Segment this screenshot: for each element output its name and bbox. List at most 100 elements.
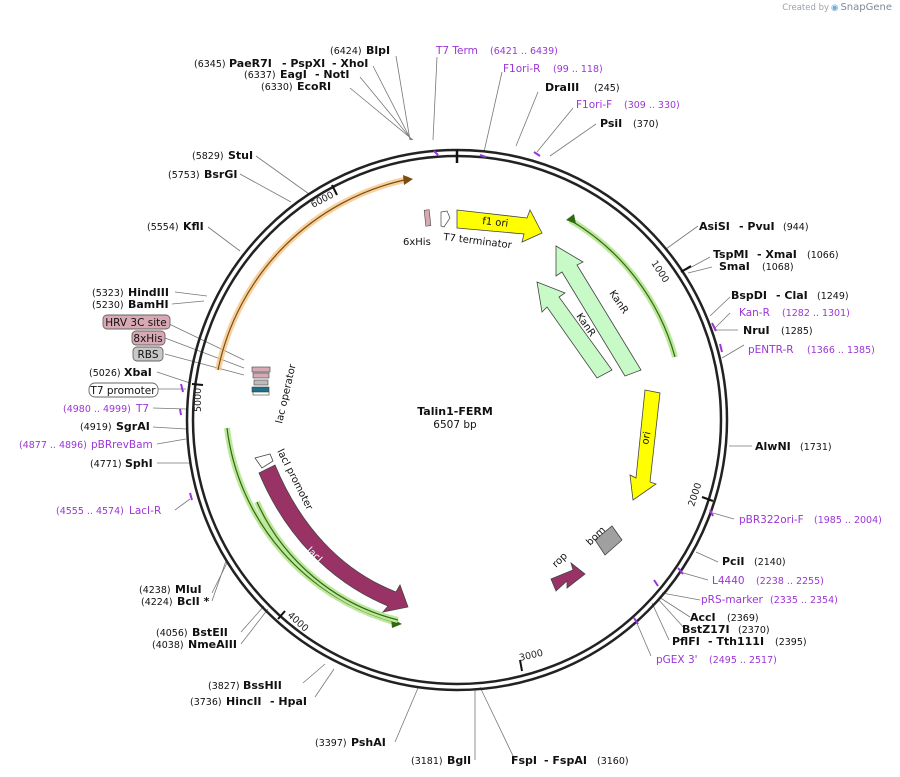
primer-pbrrevbam[interactable]: pBRrevBam <box>91 439 153 451</box>
primer-f1ori-r-range: (99 .. 118) <box>553 64 603 75</box>
site-kfli[interactable]: KflI <box>183 220 204 233</box>
site-asisi[interactable]: AsiSI <box>699 220 730 233</box>
site-draiii[interactable]: DraIII <box>545 81 579 94</box>
site-pspxi[interactable]: - PspXI <box>282 57 325 70</box>
primer-pgex3[interactable]: pGEX 3' <box>656 654 698 666</box>
site-nrui-pos: (1285) <box>781 326 813 337</box>
t7-terminator-label: T7 terminator <box>442 232 513 252</box>
site-bcli[interactable]: BclI * <box>177 595 210 608</box>
site-pcii[interactable]: PciI <box>722 555 744 568</box>
primer-t7[interactable]: T7 <box>135 403 149 415</box>
kanr-arrow-2 <box>536 281 613 379</box>
ori-arrow <box>629 389 661 501</box>
site-bsshii[interactable]: BssHII <box>243 679 282 692</box>
site-paer7i[interactable]: PaeR7I <box>229 57 272 70</box>
primer-l4440[interactable]: L4440 <box>712 575 745 587</box>
tick-label-5000: 5000 <box>193 388 204 412</box>
rbs-tag[interactable] <box>132 346 164 362</box>
site-psii[interactable]: PsiI <box>600 117 622 130</box>
site-hindiii-pos: (5323) <box>92 288 124 299</box>
t7-promoter-tag[interactable] <box>88 382 159 398</box>
site-acci-pos: (2369) <box>727 613 759 624</box>
inner-features: f1 ori KanR KanR ori bom rop lacI lacI p… <box>251 209 661 613</box>
site-pflfi[interactable]: PflFI <box>672 635 700 648</box>
site-nmeaiii[interactable]: NmeAIII <box>188 638 237 651</box>
t7-terminator-shape <box>440 210 451 228</box>
primer-pentr-r[interactable]: pENTR-R <box>748 344 794 356</box>
site-eagi[interactable]: EagI <box>280 68 307 81</box>
site-fspi[interactable]: FspI <box>511 754 537 767</box>
tick-label-2000: 2000 <box>686 482 704 508</box>
site-bspdi[interactable]: BspDI <box>731 289 767 302</box>
ori-label: ori <box>640 431 653 446</box>
site-bstz17i[interactable]: BstZ17I <box>682 623 730 636</box>
site-tth111i[interactable]: - Tth111I <box>708 635 764 648</box>
primer-t7-term[interactable]: T7 Term <box>435 45 478 57</box>
primer-prs-marker[interactable]: pRS-marker <box>701 594 764 606</box>
site-pcii-pos: (2140) <box>754 557 786 568</box>
site-hincii[interactable]: HincII <box>226 695 262 708</box>
his6-box <box>423 209 432 227</box>
primer-markers <box>179 150 723 625</box>
primer-pgex3-range: (2495 .. 2517) <box>709 655 777 666</box>
site-clai[interactable]: - ClaI <box>776 289 808 302</box>
site-tspmi[interactable]: TspMI <box>713 248 749 261</box>
lac-operator-label: lac operator <box>274 362 299 424</box>
primer-pbr322ori-f[interactable]: pBR322ori-F <box>739 514 804 526</box>
site-sphi[interactable]: SphI <box>125 457 153 470</box>
site-bamhi[interactable]: BamHI <box>128 298 169 311</box>
primer-laci-r[interactable]: LacI-R <box>129 505 161 517</box>
site-bsrgi-pos: (5753) <box>168 170 200 181</box>
site-hindiii[interactable]: HindIII <box>128 286 169 299</box>
site-acci[interactable]: AccI <box>690 611 716 624</box>
f1-ori-label: f1 ori <box>482 216 509 230</box>
primer-f1ori-f[interactable]: F1ori-F <box>576 99 612 111</box>
backbone <box>185 148 729 692</box>
site-eagi-pos: (6337) <box>244 70 276 81</box>
site-noti[interactable]: - NotI <box>315 68 350 81</box>
site-nmeaiii-pos: (4038) <box>152 640 184 651</box>
plasmid-name: Talin1-FERM <box>417 405 493 418</box>
site-smai[interactable]: SmaI <box>719 260 750 273</box>
rop-arrow <box>550 561 586 592</box>
primer-f1ori-r[interactable]: F1ori-R <box>503 63 540 75</box>
laci-promoter-arrow <box>254 453 274 469</box>
primer-kan-r[interactable]: Kan-R <box>739 307 770 319</box>
site-pshai[interactable]: PshAI <box>351 736 386 749</box>
site-hpai[interactable]: - HpaI <box>270 695 307 708</box>
site-bsrgi[interactable]: BsrGI <box>204 168 237 181</box>
primer-t7-range: (4980 .. 4999) <box>63 404 131 415</box>
site-xhoi[interactable]: - XhoI <box>332 57 368 70</box>
8xhis-tag[interactable] <box>131 330 166 346</box>
site-asisi-pos: (944) <box>783 222 809 233</box>
hrv-3c-site-tag[interactable] <box>102 314 171 330</box>
primer-pentr-r-range: (1366 .. 1385) <box>807 345 875 356</box>
site-xmai[interactable]: - XmaI <box>757 248 797 261</box>
site-kfli-pos: (5554) <box>147 222 179 233</box>
snapgene-logo-icon: ◉ <box>831 2 839 13</box>
site-bamhi-pos: (5230) <box>92 300 124 311</box>
8xhis-label: 8xHis <box>133 333 162 345</box>
site-ecori[interactable]: EcoRI <box>297 80 331 93</box>
site-sphi-pos: (4771) <box>90 459 122 470</box>
site-pvui[interactable]: - PvuI <box>739 220 775 233</box>
site-stui[interactable]: StuI <box>228 149 253 162</box>
laci-arrow <box>258 464 409 613</box>
site-sgrai[interactable]: SgrAI <box>116 420 150 433</box>
site-fspai[interactable]: - FspAI <box>544 754 587 767</box>
plasmid-length: 6507 bp <box>433 419 477 431</box>
site-nrui[interactable]: NruI <box>743 324 770 337</box>
site-alwni[interactable]: AlwNI <box>755 440 791 453</box>
site-blpi[interactable]: BlpI <box>366 44 390 57</box>
his6-label: 6xHis <box>403 237 431 248</box>
site-mlui[interactable]: MluI <box>175 583 202 596</box>
site-bgli[interactable]: BglI <box>447 754 471 767</box>
site-bcli-pos: (4224) <box>141 597 173 608</box>
snapgene-branding: Created by ◉ SnapGene <box>782 2 892 13</box>
rbs-label: RBS <box>138 349 159 361</box>
site-pflfi-pos: (2395) <box>775 637 807 648</box>
site-xbai[interactable]: XbaI <box>124 366 152 379</box>
created-by-text: Created by <box>782 2 830 13</box>
site-bsteii[interactable]: BstEII <box>192 626 228 639</box>
